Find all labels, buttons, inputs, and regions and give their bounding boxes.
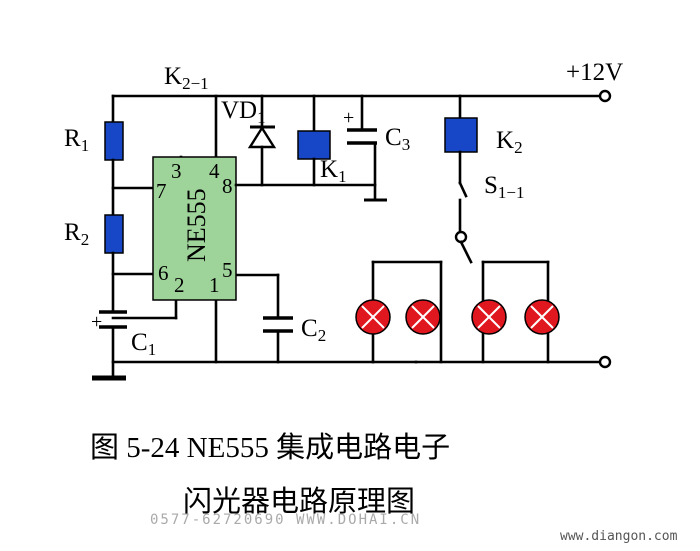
label-c2: C2: [301, 315, 326, 345]
label-k2: K2: [496, 127, 523, 157]
relay-coil-k1: [297, 130, 331, 160]
lamp-2: [405, 299, 441, 335]
supply-terminal: [598, 89, 612, 103]
ground-terminal: [598, 355, 612, 369]
label-k1: K1: [320, 156, 347, 186]
pin-label-3: 3: [171, 159, 182, 183]
watermark-site: www.diangon.com: [560, 529, 678, 544]
pin-label-7: 7: [156, 179, 167, 203]
label-r1: R1: [64, 125, 89, 155]
pin-label-1: 1: [209, 273, 220, 297]
pin-label-2: 2: [174, 273, 185, 297]
label-c1: C1: [131, 329, 156, 359]
resistor-r2: [104, 214, 124, 254]
label-vd1: VD1: [221, 97, 266, 127]
relay-coil-k2: [444, 117, 478, 153]
ic-label: NE555: [182, 188, 211, 262]
resistor-r1: [104, 121, 124, 161]
watermark-phone: 0577-62720690 WWW.DOHAI.CN: [150, 512, 422, 528]
figure-caption-line2: 闪光器电路原理图: [183, 486, 416, 518]
label-c3-plus: +: [343, 107, 354, 129]
figure-caption-line1: 图 5-24 NE555 集成电路电子: [90, 432, 451, 464]
diode-vd1: [247, 125, 277, 149]
label-k2-1: K2−1: [164, 63, 209, 93]
lamp-4: [524, 299, 560, 335]
lamp-3: [471, 299, 507, 335]
label-r2: R2: [64, 219, 89, 249]
pin-label-8: 8: [222, 174, 233, 198]
label-supply: +12V: [566, 59, 623, 86]
ic-ne555: [152, 156, 237, 301]
switch-s1-1: [454, 230, 468, 244]
pin-label-5: 5: [222, 258, 233, 282]
lamp-1: [355, 299, 391, 335]
label-c1-plus: +: [91, 311, 102, 333]
pin-label-6: 6: [158, 261, 169, 285]
label-s1-1: S1−1: [484, 172, 525, 202]
pin-label-4: 4: [209, 159, 220, 183]
label-c3: C3: [385, 124, 410, 154]
